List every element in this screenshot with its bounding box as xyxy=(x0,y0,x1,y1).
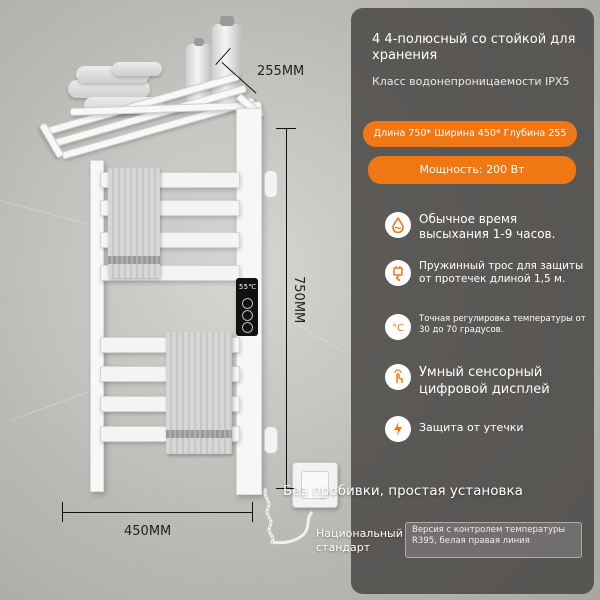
feature-text: Обычное время высыхания 1-9 часов. xyxy=(419,212,556,241)
width-dimension-tick-left xyxy=(62,502,63,522)
national-standard-label: Национальный стандарт xyxy=(316,527,403,554)
wall-mount xyxy=(264,170,278,198)
hanging-towel xyxy=(166,332,232,454)
width-dimension-label: 450MM xyxy=(124,524,172,539)
power-button[interactable] xyxy=(242,298,253,309)
feature-text: Защита от утечки xyxy=(419,421,524,434)
width-dimension-line xyxy=(62,512,252,513)
touch-hand-icon xyxy=(385,364,411,390)
height-dimension-label: 750MM xyxy=(291,276,306,324)
water-drop-icon xyxy=(385,212,411,238)
temperature-readout: 55℃ xyxy=(239,283,257,291)
easy-install-text: Без пробивки, простая установка xyxy=(283,483,523,499)
hanging-towel xyxy=(108,168,160,278)
set-button[interactable] xyxy=(242,322,253,333)
depth-dimension-label: 255MM xyxy=(257,64,305,79)
height-dimension-tick-bottom xyxy=(276,488,296,489)
folded-towel xyxy=(112,62,162,76)
feature-text: Пружинный трос для защиты от протечек дл… xyxy=(419,260,584,285)
wall-socket xyxy=(292,462,338,508)
info-panel xyxy=(351,8,594,594)
product-title: 4 4-полюсный со стойкой для хранения xyxy=(372,32,576,63)
spring-cord xyxy=(263,488,314,545)
width-dimension-tick-right xyxy=(252,502,253,522)
towel-warmer-product: 55℃ 255MM 750MM 450MM xyxy=(38,16,338,545)
thermometer-celsius-icon: °C xyxy=(385,314,411,340)
mode-button[interactable] xyxy=(242,310,253,321)
height-dimension-tick-top xyxy=(276,128,296,129)
waterproof-class: Класс водонепроницаемости IPX5 xyxy=(372,75,570,88)
height-dimension-line xyxy=(286,128,287,488)
digital-display[interactable]: 55℃ xyxy=(236,278,258,336)
wall-mount xyxy=(264,426,278,454)
folded-towel xyxy=(68,80,150,98)
size-pill: Длина 750* Ширина 450* Глубина 255 xyxy=(363,121,577,147)
version-info-box: Версия с контролем температуры R395, бел… xyxy=(405,522,582,558)
feature-text: Точная регулировка температуры от 30 до … xyxy=(419,314,586,335)
power-pill: Мощность: 200 Вт xyxy=(368,156,576,184)
spring-cable-icon xyxy=(385,260,411,286)
feature-text: Умный сенсорный цифровой дисплей xyxy=(419,365,550,397)
svg-text:°C: °C xyxy=(392,323,404,334)
lightning-icon xyxy=(385,416,411,442)
